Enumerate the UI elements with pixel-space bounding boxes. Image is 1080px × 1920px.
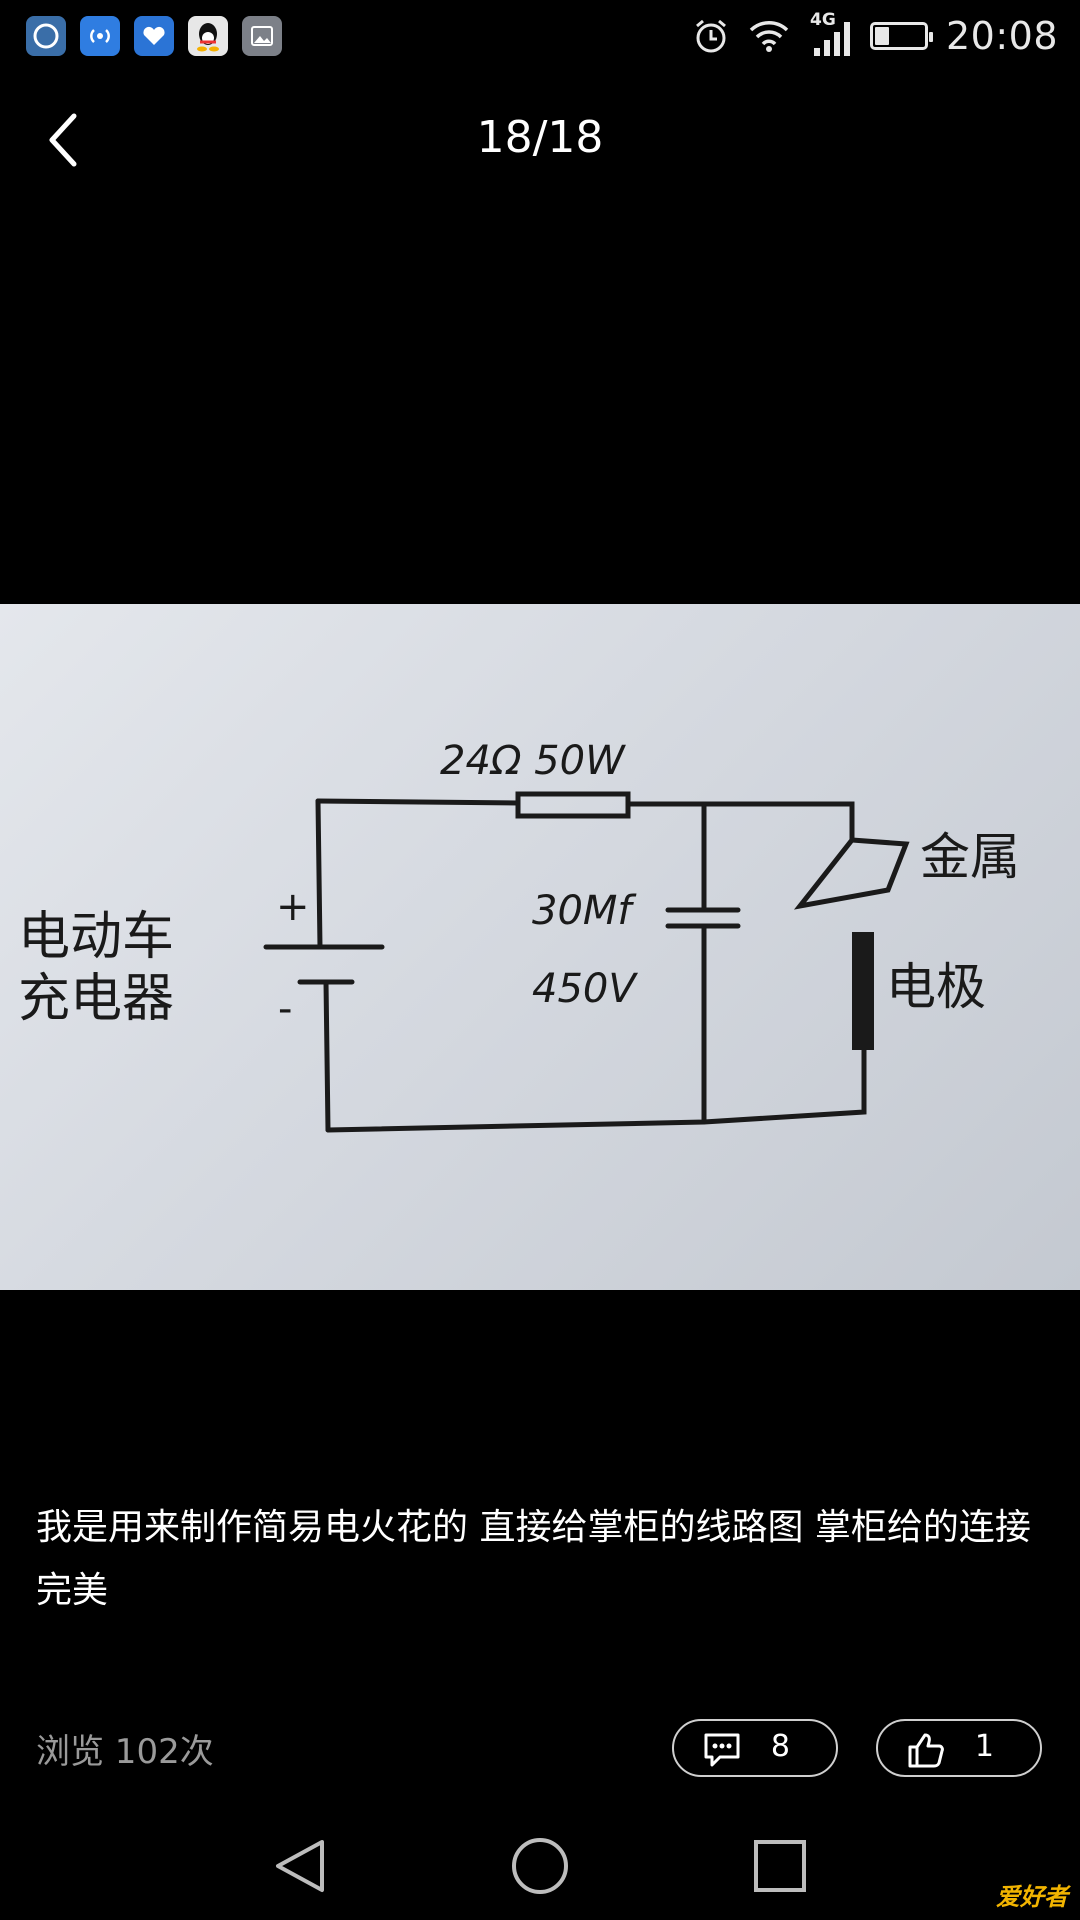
battery-icon (869, 22, 933, 50)
wifi-icon (749, 21, 789, 52)
image-counter: 18/18 (476, 112, 604, 163)
watermark-logo: 爱好者 (996, 1877, 1068, 1912)
navigation-bar: 爱好者 (0, 1806, 1080, 1920)
comment-button[interactable]: 8 (672, 1719, 838, 1777)
capacitor-voltage-label: 450V (532, 966, 638, 1012)
network-type-label: 4G (809, 10, 836, 30)
metal-label: 金属 (920, 828, 1020, 886)
metal-plate-symbol (793, 837, 910, 910)
like-count: 1 (974, 1729, 994, 1764)
plus-label: + (276, 884, 310, 930)
electrode-label: 电极 (886, 958, 986, 1016)
electrode-symbol (852, 932, 874, 1050)
wire-bottom (325, 1047, 867, 1133)
health-app-icon (134, 16, 174, 56)
post-caption: 我是用来制作简易电火花的 直接给掌柜的线路图 掌柜给的连接 完美 (36, 1507, 1031, 1611)
system-indicators: 4G 20:08 (692, 8, 1058, 64)
view-count: 浏览 102次 (36, 1732, 214, 1772)
circuit-drawing: 24Ω 50W 30Mf 450V 电动车 充电器 + - 金属 电极 (18, 738, 1020, 1133)
cellular-signal-icon: 4G (808, 10, 852, 58)
thumbs-up-icon (908, 1733, 944, 1768)
qq-app-icon (188, 16, 228, 56)
wire-top-right (625, 801, 855, 843)
resistor-label: 24Ω 50W (440, 738, 626, 784)
wire-left-upper (315, 798, 323, 950)
notification-icons (26, 16, 282, 56)
charger-label-line2: 充电器 (18, 969, 174, 1029)
gallery-app-icon (242, 16, 282, 56)
minus-label: - (278, 986, 292, 1032)
browser-app-icon (26, 16, 66, 56)
alarm-icon (696, 19, 726, 53)
chevron-left-icon (49, 113, 77, 167)
watermark-text: 爱好者 (996, 1883, 1068, 1911)
battery-level-fill (874, 27, 889, 45)
wire-left-lower (323, 979, 331, 1133)
circuit-photo[interactable]: 24Ω 50W 30Mf 450V 电动车 充电器 + - 金属 电极 (0, 604, 1080, 1290)
charger-label-line1: 电动车 (18, 907, 174, 967)
comment-count: 8 (770, 1729, 790, 1764)
status-bar: 4G 20:08 (0, 0, 1080, 72)
wire-top-left (315, 798, 521, 806)
comment-icon (704, 1733, 740, 1767)
nav-recents-button[interactable] (752, 1838, 808, 1894)
wireless-app-icon (80, 16, 120, 56)
nav-back-button[interactable] (270, 1836, 330, 1896)
capacitor-value-label: 30Mf (532, 888, 637, 934)
back-button[interactable] (40, 108, 92, 172)
resistor-symbol (515, 791, 631, 819)
like-button[interactable]: 1 (876, 1719, 1042, 1777)
clock: 20:08 (945, 14, 1058, 58)
nav-home-button[interactable] (510, 1836, 570, 1896)
